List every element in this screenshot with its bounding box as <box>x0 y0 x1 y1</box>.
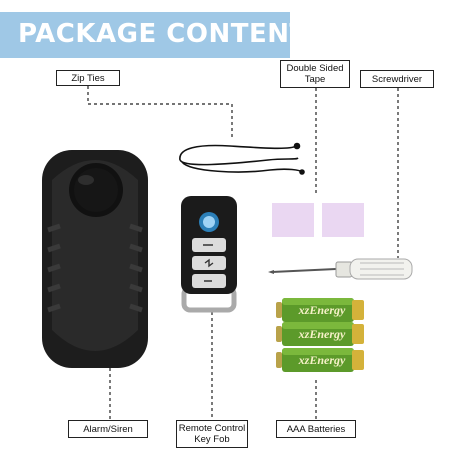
tape-square-right <box>322 203 364 237</box>
battery-1-brand: xzEnergy <box>298 303 346 317</box>
zip-ties-image <box>179 142 305 175</box>
alarm-siren-image <box>42 150 148 368</box>
zip-ties-leader <box>87 86 233 140</box>
remote-key-fob-image <box>181 196 237 313</box>
screwdriver-image <box>268 258 413 280</box>
alarm-siren-label: Alarm/Siren <box>68 420 148 438</box>
aaa-batteries-label: AAA Batteries <box>276 420 356 438</box>
battery-2-image: xzEnergy <box>276 322 364 346</box>
zip-ties-label: Zip Ties <box>56 70 120 86</box>
screwdriver-label: Screwdriver <box>360 70 434 88</box>
tape-square-left <box>272 203 314 237</box>
battery-2-brand: xzEnergy <box>298 327 346 341</box>
battery-3-image: xzEnergy <box>276 348 364 372</box>
title-banner: PACKAGE CONTENTS: <box>0 12 337 58</box>
battery-1-image: xzEnergy <box>276 298 364 322</box>
leader-lines <box>87 86 399 420</box>
page-title: PACKAGE CONTENTS: <box>18 19 338 49</box>
battery-3-brand: xzEnergy <box>298 353 346 367</box>
remote-control-label: Remote Control Key Fob <box>176 420 248 448</box>
double-sided-tape-label: Double Sided Tape <box>280 60 350 88</box>
